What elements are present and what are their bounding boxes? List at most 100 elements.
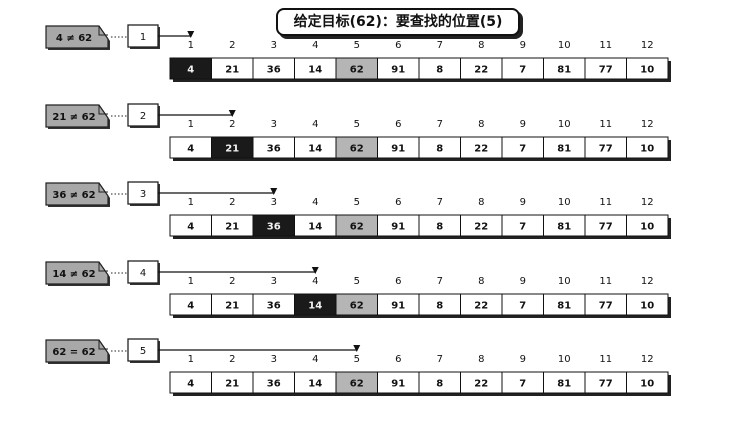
arrow-head [311, 267, 319, 274]
cell-value: 77 [599, 144, 613, 155]
cell-value: 14 [308, 65, 322, 76]
comparison-label: 4 ≠ 62 [56, 33, 92, 44]
diagram-title: 给定目标(62)：要查找的位置(5) [276, 8, 520, 36]
array-cell [626, 293, 669, 316]
cell-value: 91 [391, 222, 405, 233]
cell-value: 22 [474, 65, 488, 76]
array-cell [626, 136, 669, 159]
index-label: 11 [599, 197, 612, 208]
cell-value: 21 [225, 65, 239, 76]
cell-value: 81 [557, 144, 571, 155]
cell-value: 7 [519, 301, 526, 312]
cell-value: 10 [640, 65, 654, 76]
cell-value: 7 [519, 144, 526, 155]
pointer-arrow [158, 189, 275, 194]
cell-value: 22 [474, 379, 488, 390]
cell-value: 4 [187, 144, 194, 155]
cell-value: 81 [557, 222, 571, 233]
cell-value: 62 [350, 301, 364, 312]
index-label: 4 [312, 197, 318, 208]
cell-value: 10 [640, 222, 654, 233]
step-number-label: 3 [140, 189, 146, 200]
index-label: 4 [312, 354, 318, 365]
index-label: 5 [354, 197, 360, 208]
index-label: 8 [478, 354, 484, 365]
index-label: 3 [271, 276, 277, 287]
cell-value: 4 [187, 65, 194, 76]
array-cell [626, 214, 669, 237]
cell-value: 4 [187, 222, 194, 233]
index-label: 7 [437, 119, 443, 130]
index-label: 3 [271, 354, 277, 365]
cell-value: 91 [391, 65, 405, 76]
cell-value: 8 [436, 379, 443, 390]
cell-value: 8 [436, 65, 443, 76]
cell-value: 21 [225, 301, 239, 312]
index-label: 3 [271, 119, 277, 130]
tag-fold [98, 183, 108, 193]
step-number-label: 2 [140, 111, 146, 122]
comparison-label: 14 ≠ 62 [52, 269, 95, 280]
index-label: 9 [520, 276, 526, 287]
cell-value: 10 [640, 301, 654, 312]
cell-value: 81 [557, 65, 571, 76]
index-label: 7 [437, 354, 443, 365]
index-label: 11 [599, 276, 612, 287]
cell-value: 10 [640, 144, 654, 155]
comparison-tag [45, 261, 109, 285]
index-label: 6 [395, 40, 401, 51]
comparison-tag [45, 104, 109, 128]
index-label: 2 [229, 119, 235, 130]
cell-value: 14 [308, 301, 322, 312]
index-label: 12 [641, 197, 654, 208]
index-label: 1 [188, 119, 194, 130]
index-label: 6 [395, 197, 401, 208]
arrow-head [228, 110, 236, 117]
index-label: 10 [558, 119, 571, 130]
comparison-label: 21 ≠ 62 [52, 112, 95, 123]
index-label: 5 [354, 119, 360, 130]
cell-value: 62 [350, 222, 364, 233]
cell-value: 62 [350, 379, 364, 390]
index-label: 7 [437, 276, 443, 287]
cell-value: 36 [267, 144, 281, 155]
cell-value: 14 [308, 379, 322, 390]
cell-value: 7 [519, 222, 526, 233]
cell-value: 21 [225, 144, 239, 155]
arrow-head [270, 188, 278, 195]
index-label: 6 [395, 354, 401, 365]
cell-value: 81 [557, 301, 571, 312]
index-label: 3 [271, 40, 277, 51]
index-label: 5 [354, 40, 360, 51]
cell-value: 22 [474, 222, 488, 233]
cell-value: 62 [350, 144, 364, 155]
index-label: 7 [437, 197, 443, 208]
cell-value: 8 [436, 222, 443, 233]
cell-value: 36 [267, 65, 281, 76]
index-label: 9 [520, 119, 526, 130]
index-label: 8 [478, 119, 484, 130]
index-label: 8 [478, 276, 484, 287]
index-label: 8 [478, 197, 484, 208]
index-label: 6 [395, 119, 401, 130]
comparison-tag [45, 339, 109, 363]
cell-value: 22 [474, 301, 488, 312]
index-label: 11 [599, 119, 612, 130]
cell-value: 4 [187, 379, 194, 390]
index-label: 12 [641, 354, 654, 365]
index-label: 10 [558, 354, 571, 365]
array-cell [626, 371, 669, 394]
index-label: 4 [312, 40, 318, 51]
step-number-label: 4 [140, 268, 146, 279]
index-label: 1 [188, 354, 194, 365]
cell-value: 7 [519, 65, 526, 76]
cell-value: 10 [640, 379, 654, 390]
tag-fold [98, 105, 108, 115]
arrow-head [353, 345, 361, 352]
cell-value: 77 [599, 379, 613, 390]
array-cell [626, 57, 669, 80]
index-label: 9 [520, 197, 526, 208]
cell-value: 4 [187, 301, 194, 312]
index-label: 12 [641, 40, 654, 51]
